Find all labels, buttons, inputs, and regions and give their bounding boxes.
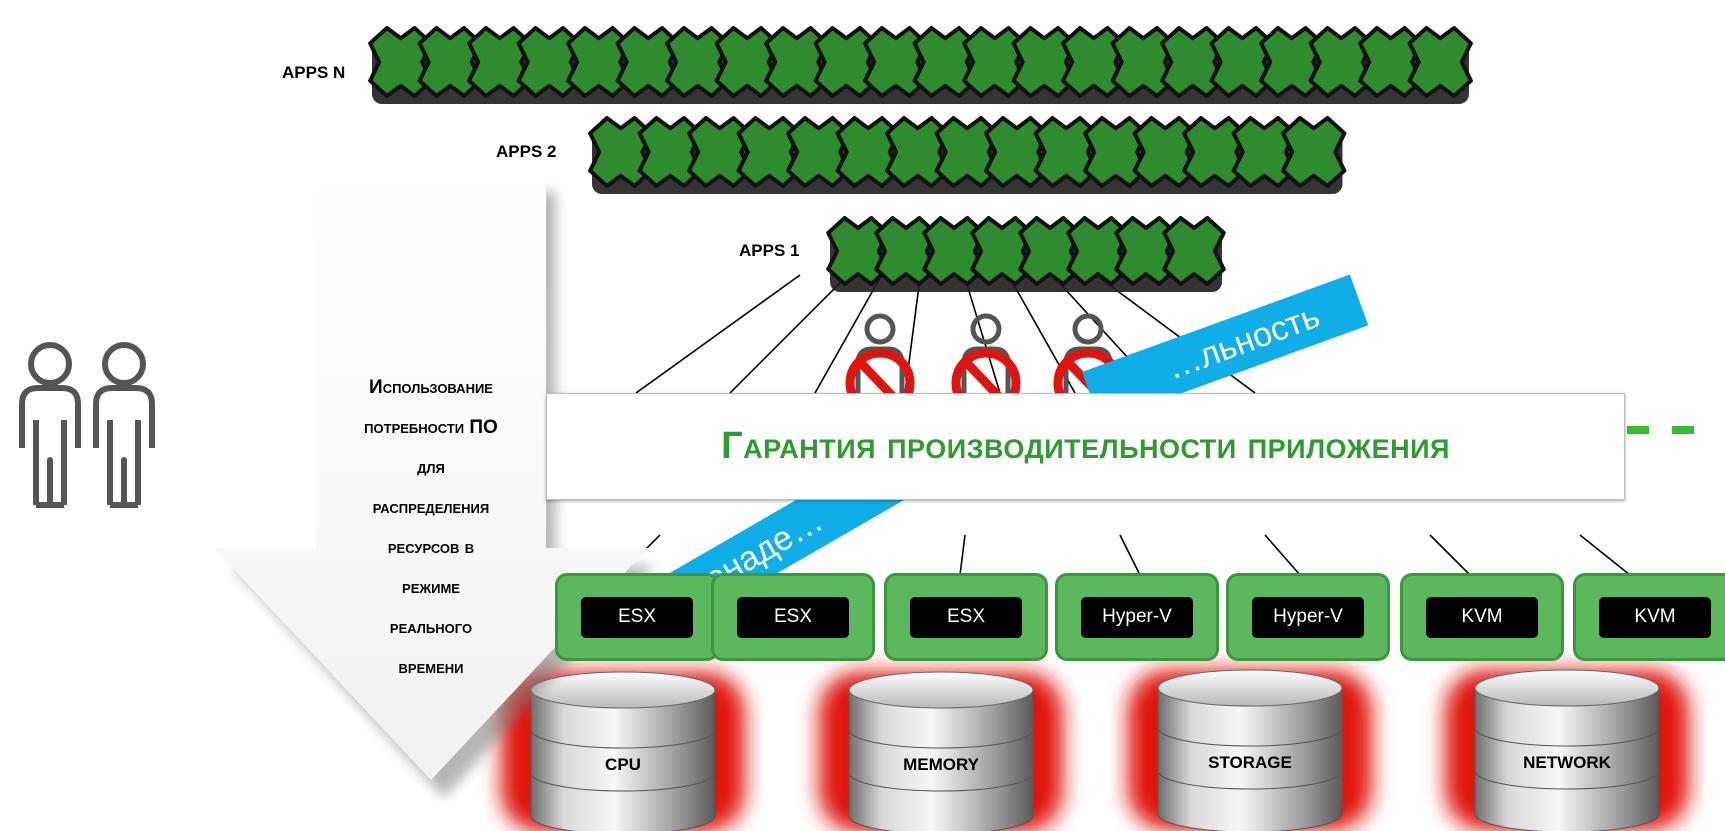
arrow-text-line: режиме bbox=[402, 577, 460, 598]
database-disk bbox=[848, 775, 1034, 831]
database-disk bbox=[530, 775, 716, 831]
arrow-text-line: распределения bbox=[372, 497, 490, 518]
connection-line bbox=[1429, 534, 1471, 576]
database-disk bbox=[530, 732, 716, 792]
arrow-text-line: ресурсов в bbox=[387, 537, 475, 558]
puzzle-piece-icon bbox=[1407, 26, 1473, 98]
database-disk bbox=[1474, 730, 1660, 790]
connection-line bbox=[1119, 534, 1141, 576]
db-label-network: NETWORK bbox=[1523, 753, 1611, 772]
host-box: ESX bbox=[711, 573, 875, 661]
database-icon bbox=[1445, 669, 1689, 831]
arrow-text-line: потребности ПО bbox=[364, 417, 498, 438]
host-label: Hyper-V bbox=[1252, 596, 1364, 638]
host-box: ESX bbox=[884, 573, 1048, 661]
host-box: Hyper-V bbox=[1055, 573, 1219, 661]
host-label: Hyper-V bbox=[1081, 596, 1193, 638]
arrow-text: Использование потребности ПО для распределе… bbox=[316, 368, 546, 688]
host-box: ESX bbox=[555, 573, 719, 661]
performance-guarantee-banner: Гарантия производительности приложения bbox=[546, 393, 1625, 500]
db-label-cpu: CPU bbox=[605, 755, 641, 774]
apps-row bbox=[588, 116, 1347, 194]
apps-row bbox=[368, 26, 1473, 104]
database-disk bbox=[1157, 730, 1343, 790]
database-top bbox=[530, 671, 716, 709]
database-disk bbox=[848, 732, 1034, 792]
host-label: KVM bbox=[1599, 596, 1711, 638]
database-group bbox=[501, 669, 1689, 831]
host-label: ESX bbox=[737, 596, 849, 638]
database-icon bbox=[501, 671, 745, 831]
db-label-storage: STORAGE bbox=[1208, 753, 1292, 772]
apps-row bbox=[826, 216, 1226, 292]
person-pair-icon bbox=[19, 342, 155, 508]
database-top bbox=[1474, 669, 1660, 707]
database-disk bbox=[1474, 773, 1660, 831]
apps-1-label: APPS 1 bbox=[739, 241, 800, 260]
apps-2-label: APPS 2 bbox=[494, 142, 559, 162]
puzzle-piece-icon bbox=[1162, 216, 1226, 286]
host-box: KVM bbox=[1573, 573, 1725, 661]
database-icon bbox=[819, 671, 1063, 831]
host-box: Hyper-V bbox=[1226, 573, 1390, 661]
connection-line bbox=[964, 277, 1001, 394]
connection-line bbox=[814, 277, 881, 394]
green-dash bbox=[1672, 426, 1694, 434]
connection-line bbox=[635, 274, 801, 394]
host-label: ESX bbox=[581, 596, 693, 638]
database-top bbox=[848, 671, 1034, 709]
apps-puzzle-rows bbox=[368, 26, 1473, 292]
database-icon bbox=[1128, 669, 1372, 831]
down-arrow-shape bbox=[214, 170, 648, 780]
arrow-text-line: для bbox=[417, 457, 445, 478]
host-label: ESX bbox=[910, 596, 1022, 638]
connection-line bbox=[1579, 534, 1631, 576]
arrow-text-line: времени bbox=[398, 657, 464, 678]
arrow-text-line: Использование bbox=[369, 377, 493, 398]
host-box: KVM bbox=[1400, 573, 1564, 661]
banner-title: Гарантия производительности приложения bbox=[721, 425, 1450, 467]
database-disk bbox=[1157, 773, 1343, 831]
apps-n-label: APPS N bbox=[282, 63, 346, 82]
connection-line bbox=[1264, 534, 1301, 576]
connection-line bbox=[729, 277, 846, 394]
db-label-memory: MEMORY bbox=[903, 755, 979, 774]
connection-line bbox=[959, 534, 966, 576]
database-top bbox=[1157, 669, 1343, 707]
host-label: KVM bbox=[1426, 596, 1538, 638]
puzzle-piece-icon bbox=[1281, 116, 1347, 188]
arrow-text-line: реального bbox=[389, 617, 473, 638]
green-dash bbox=[1627, 426, 1649, 434]
